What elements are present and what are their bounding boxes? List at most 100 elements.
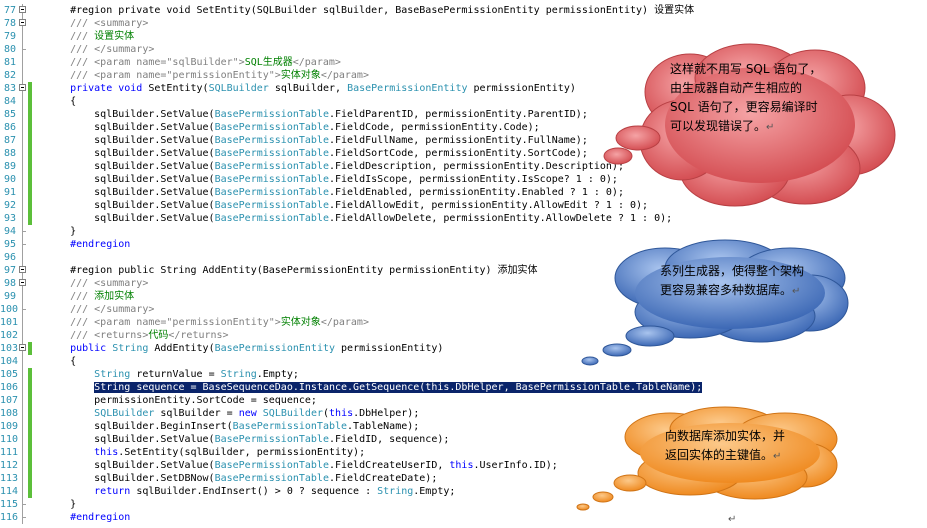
- code-line[interactable]: 78 /// <summary>: [0, 17, 927, 30]
- collapse-toggle-icon[interactable]: [19, 277, 27, 290]
- fold-guide: [19, 316, 27, 329]
- fold-guide: [19, 30, 27, 43]
- code-line[interactable]: 112 sqlBuilder.SetValue(BasePermissionTa…: [0, 459, 927, 472]
- code-text: sqlBuilder.SetValue(BasePermissionTable.…: [46, 187, 624, 198]
- red-line-4: 可以发现错误了。: [670, 119, 767, 133]
- line-number: 88: [3, 148, 16, 159]
- code-line[interactable]: 89 sqlBuilder.SetValue(BasePermissionTab…: [0, 160, 927, 173]
- line-number: 90: [3, 174, 16, 185]
- collapse-toggle-icon[interactable]: [19, 4, 27, 17]
- code-line[interactable]: 80 /// </summary>: [0, 43, 927, 56]
- code-text: sqlBuilder.SetValue(BasePermissionTable.…: [46, 434, 450, 445]
- code-line[interactable]: 95 #endregion: [0, 238, 927, 251]
- code-line[interactable]: 93 sqlBuilder.SetValue(BasePermissionTab…: [0, 212, 927, 225]
- code-text: String sequence = BaseSequenceDao.Instan…: [46, 381, 703, 394]
- code-line[interactable]: 87 sqlBuilder.SetValue(BasePermissionTab…: [0, 134, 927, 147]
- line-number: 101: [0, 317, 19, 328]
- code-text: /// <param name="permissionEntity">实体对象<…: [46, 317, 369, 328]
- line-number: 114: [0, 486, 19, 497]
- code-line[interactable]: 98 /// <summary>: [0, 277, 927, 290]
- code-line[interactable]: 97 #region public String AddEntity(BaseP…: [0, 264, 927, 277]
- code-line[interactable]: 115 }: [0, 498, 927, 511]
- code-line[interactable]: 77 #region private void SetEntity(SQLBui…: [0, 4, 927, 17]
- line-number: 97: [3, 265, 16, 276]
- code-line[interactable]: 105 String returnValue = String.Empty;: [0, 368, 927, 381]
- code-text: #endregion: [46, 239, 131, 250]
- collapse-toggle-icon[interactable]: [19, 264, 27, 277]
- fold-guide: [19, 329, 27, 342]
- line-number: 78: [3, 18, 16, 29]
- collapse-toggle-icon[interactable]: [19, 342, 27, 355]
- code-text: sqlBuilder.SetValue(BasePermissionTable.…: [46, 161, 624, 172]
- code-line[interactable]: 101 /// <param name="permissionEntity">实…: [0, 316, 927, 329]
- code-line[interactable]: 113 sqlBuilder.SetDBNow(BasePermissionTa…: [0, 472, 927, 485]
- change-marker: [28, 446, 32, 459]
- code-text: this.SetEntity(sqlBuilder, permissionEnt…: [46, 447, 366, 458]
- change-marker: [28, 212, 32, 225]
- code-line[interactable]: 82 /// <param name="permissionEntity">实体…: [0, 69, 927, 82]
- fold-guide: [19, 420, 27, 433]
- line-number: 99: [3, 291, 16, 302]
- line-number: 93: [3, 213, 16, 224]
- code-line[interactable]: 79 /// 设置实体: [0, 30, 927, 43]
- collapse-toggle-icon[interactable]: [19, 82, 27, 95]
- code-line[interactable]: 83 private void SetEntity(SQLBuilder sql…: [0, 82, 927, 95]
- change-marker: [28, 134, 32, 147]
- fold-guide: [19, 225, 27, 238]
- code-text: {: [46, 356, 77, 367]
- code-line[interactable]: 108 SQLBuilder sqlBuilder = new SQLBuild…: [0, 407, 927, 420]
- code-line[interactable]: 92 sqlBuilder.SetValue(BasePermissionTab…: [0, 199, 927, 212]
- cloud-callout-orange: [576, 406, 838, 511]
- code-line[interactable]: 104 {: [0, 355, 927, 368]
- code-line[interactable]: 85 sqlBuilder.SetValue(BasePermissionTab…: [0, 108, 927, 121]
- code-line[interactable]: 88 sqlBuilder.SetValue(BasePermissionTab…: [0, 147, 927, 160]
- line-number: 112: [0, 460, 19, 471]
- orange-line-1: 向数据库添加实体，并: [665, 429, 786, 443]
- code-text: String returnValue = String.Empty;: [94, 369, 299, 380]
- fold-guide: [19, 43, 27, 56]
- line-number: 94: [3, 226, 16, 237]
- code-text: /// 设置实体: [46, 31, 135, 42]
- code-line[interactable]: 114 return sqlBuilder.EndInsert() > 0 ? …: [0, 485, 927, 498]
- code-line[interactable]: 116 #endregion: [0, 511, 927, 524]
- code-text: /// <summary>: [46, 18, 149, 29]
- change-marker: [28, 433, 32, 446]
- code-text: /// <param name="sqlBuilder">SQL生成器</par…: [46, 57, 341, 68]
- code-line[interactable]: 110 sqlBuilder.SetValue(BasePermissionTa…: [0, 433, 927, 446]
- change-marker: [28, 472, 32, 485]
- fold-guide: [19, 199, 27, 212]
- code-line[interactable]: 102 /// <returns>代码</returns>: [0, 329, 927, 342]
- fold-guide: [19, 186, 27, 199]
- fold-guide: [19, 394, 27, 407]
- code-line[interactable]: 111 this.SetEntity(sqlBuilder, permissio…: [0, 446, 927, 459]
- line-number: 79: [3, 31, 16, 42]
- fold-guide: [19, 368, 27, 381]
- code-line[interactable]: 106 String sequence = BaseSequenceDao.In…: [0, 381, 927, 394]
- code-text: sqlBuilder.SetValue(BasePermissionTable.…: [46, 213, 673, 224]
- fold-guide: [19, 95, 27, 108]
- code-line[interactable]: 81 /// <param name="sqlBuilder">SQL生成器</…: [0, 56, 927, 69]
- code-line[interactable]: 84 {: [0, 95, 927, 108]
- line-number: 83: [3, 83, 16, 94]
- fold-guide: [19, 446, 27, 459]
- code-line[interactable]: 109 sqlBuilder.BeginInsert(BasePermissio…: [0, 420, 927, 433]
- code-line[interactable]: 107 permissionEntity.SortCode = sequence…: [0, 394, 927, 407]
- code-text: sqlBuilder.SetDBNow(BasePermissionTable.…: [46, 473, 438, 484]
- code-line[interactable]: 100 /// </summary>: [0, 303, 927, 316]
- code-line[interactable]: 91 sqlBuilder.SetValue(BasePermissionTab…: [0, 186, 927, 199]
- collapse-toggle-icon[interactable]: [19, 17, 27, 30]
- line-number: 77: [3, 5, 16, 16]
- line-number: 92: [3, 200, 16, 211]
- code-line[interactable]: 96: [0, 251, 927, 264]
- line-number: 111: [0, 447, 19, 458]
- code-line[interactable]: 94 }: [0, 225, 927, 238]
- fold-guide: [19, 355, 27, 368]
- code-line[interactable]: 90 sqlBuilder.SetValue(BasePermissionTab…: [0, 173, 927, 186]
- line-number: 102: [0, 330, 19, 341]
- code-line[interactable]: 99 /// 添加实体: [0, 290, 927, 303]
- code-line[interactable]: 103 public String AddEntity(BasePermissi…: [0, 342, 927, 355]
- code-line[interactable]: 86 sqlBuilder.SetValue(BasePermissionTab…: [0, 121, 927, 134]
- code-text: sqlBuilder.SetValue(BasePermissionTable.…: [46, 460, 558, 471]
- code-text: private void SetEntity(SQLBuilder sqlBui…: [46, 83, 576, 94]
